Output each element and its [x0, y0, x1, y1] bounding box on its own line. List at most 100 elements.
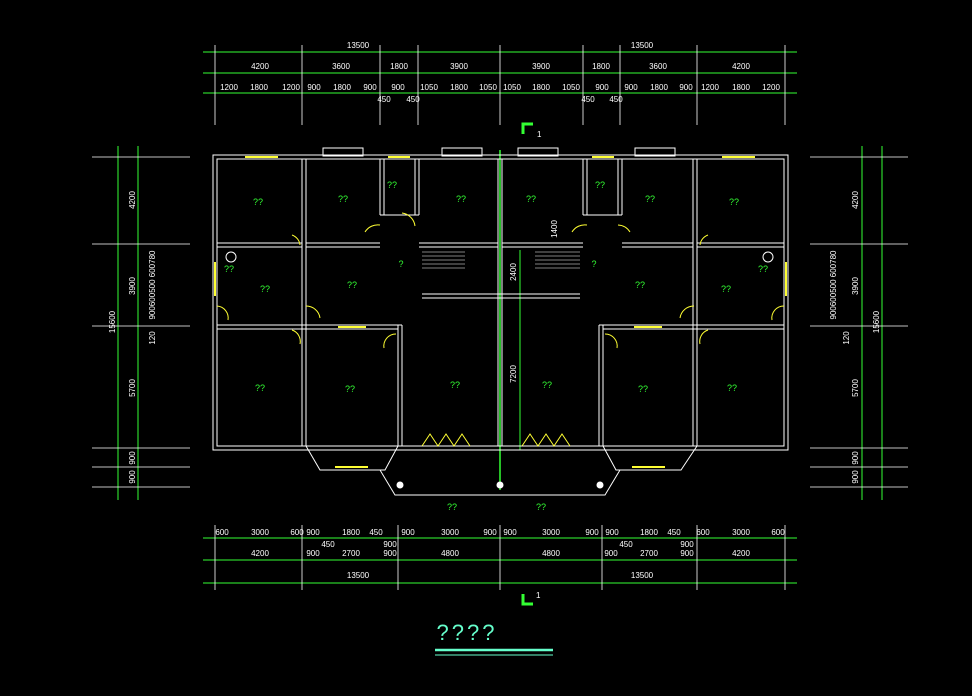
top-dim-3: 900: [595, 83, 609, 92]
right-dim: 900: [851, 451, 860, 465]
room-label: ??: [456, 194, 466, 204]
room-label: ??: [387, 180, 397, 190]
top-dim-3: 1200: [701, 83, 719, 92]
bottom-dim-extra: 450: [321, 540, 335, 549]
top-dim-2: 3900: [532, 62, 550, 71]
bottom-dim-2: 4800: [441, 549, 459, 558]
windows: [214, 156, 787, 468]
right-dim: 5700: [851, 379, 860, 397]
bottom-total-left: 13500: [347, 571, 370, 580]
extension-lines: [92, 45, 908, 590]
left-dim: 3900: [128, 277, 137, 295]
room-label: ??: [224, 264, 234, 274]
top-dim-extra: 450: [377, 95, 391, 104]
top-dim-extra: 450: [609, 95, 623, 104]
bottom-dim-1: 600: [290, 528, 304, 537]
left-dim: 900: [128, 470, 137, 484]
bottom-dim-2: 4200: [251, 549, 269, 558]
room-label: ??: [729, 197, 739, 207]
bottom-dim-1: 900: [483, 528, 497, 537]
left-dim: 120: [148, 331, 157, 345]
bottom-dim-1: 600: [696, 528, 710, 537]
top-dim-2: 1800: [592, 62, 610, 71]
top-dim-3: 1050: [503, 83, 521, 92]
section-mark-bottom-label: 1: [536, 591, 541, 600]
bottom-dim-1: 900: [605, 528, 619, 537]
bottom-dim-2: 2700: [640, 549, 658, 558]
room-label: ??: [345, 384, 355, 394]
right-dim-small: 900600500 600780: [829, 250, 838, 320]
top-dim-3: 1200: [762, 83, 780, 92]
bottom-dim-extra: 900: [680, 540, 694, 549]
left-dim-total: 15600: [108, 310, 117, 333]
room-label: ??: [645, 194, 655, 204]
right-dim-total: 15600: [872, 310, 881, 333]
bottom-dim-1: 1800: [342, 528, 360, 537]
interior-dim: 1400: [550, 220, 559, 238]
room-label: ??: [253, 197, 263, 207]
top-dim-3: 1050: [562, 83, 580, 92]
top-dim-3: 1050: [420, 83, 438, 92]
bottom-dim-extra: 900: [383, 540, 397, 549]
left-dim: 900: [128, 451, 137, 465]
right-dim: 4200: [851, 191, 860, 209]
room-label: ??: [347, 280, 357, 290]
room-label: ??: [721, 284, 731, 294]
bottom-dim-1: 3000: [441, 528, 459, 537]
bottom-dim-2: 900: [604, 549, 618, 558]
bottom-dim-2: 2700: [342, 549, 360, 558]
left-dim: 4200: [128, 191, 137, 209]
bottom-total-right: 13500: [631, 571, 654, 580]
top-total-right: 13500: [631, 41, 654, 50]
top-dim-3: 1800: [532, 83, 550, 92]
top-dim-2: 4200: [251, 62, 269, 71]
top-dim-3: 1050: [479, 83, 497, 92]
bottom-dim-1: 900: [401, 528, 415, 537]
top-total-left: 13500: [347, 41, 370, 50]
bottom-dim-1: 900: [306, 528, 320, 537]
terrace-label: ??: [447, 502, 457, 512]
room-label: ??: [758, 264, 768, 274]
top-dim-3: 1800: [650, 83, 668, 92]
bottom-dim-1: 3000: [732, 528, 750, 537]
section-mark-top: [521, 122, 533, 134]
room-label: ??: [727, 383, 737, 393]
top-dim-2: 3900: [450, 62, 468, 71]
top-dim-3: 1800: [250, 83, 268, 92]
room-label: ??: [260, 284, 270, 294]
interior-dim: 2400: [509, 263, 518, 281]
bottom-dim-2: 900: [306, 549, 320, 558]
top-dim-3: 900: [624, 83, 638, 92]
bottom-dim-2: 900: [383, 549, 397, 558]
left-dim-small: 900600500 600780: [148, 250, 157, 320]
bottom-dim-2: 900: [680, 549, 694, 558]
bottom-dim-2: 4200: [732, 549, 750, 558]
room-label: ??: [255, 383, 265, 393]
top-dim-extra: 450: [581, 95, 595, 104]
room-label: ??: [338, 194, 348, 204]
bottom-dim-1: 3000: [251, 528, 269, 537]
door-swings: [216, 212, 785, 447]
top-dim-2: 3600: [649, 62, 667, 71]
top-dim-3: 900: [307, 83, 321, 92]
top-dim-2: 3600: [332, 62, 350, 71]
bottom-dim-1: 900: [503, 528, 517, 537]
room-label: ??: [450, 380, 460, 390]
room-label: ??: [638, 384, 648, 394]
room-label: ?: [591, 259, 596, 269]
room-label: ?: [398, 259, 403, 269]
room-label: ??: [526, 194, 536, 204]
section-mark-top-label: 1: [537, 130, 542, 139]
dimension-lines: [117, 51, 883, 584]
top-dim-3: 1200: [282, 83, 300, 92]
top-dim-3: 900: [679, 83, 693, 92]
room-label: ??: [595, 180, 605, 190]
top-dim-extra: 450: [406, 95, 420, 104]
bottom-dim-1: 3000: [542, 528, 560, 537]
top-dim-2: 1800: [390, 62, 408, 71]
terrace-label: ??: [536, 502, 546, 512]
top-dim-2: 4200: [732, 62, 750, 71]
right-dim: 120: [842, 331, 851, 345]
bottom-dim-1: 900: [585, 528, 599, 537]
